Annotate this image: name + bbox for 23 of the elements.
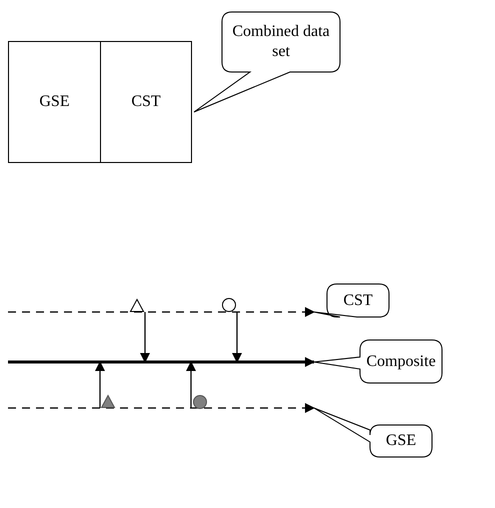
arrow: [232, 312, 242, 363]
callout-bubble: [314, 408, 432, 457]
callout-bubble: [314, 284, 389, 317]
callout-bubble: [194, 12, 340, 112]
timeline-arrow: [8, 307, 315, 317]
triangle-marker: [101, 395, 115, 408]
circle-marker: [222, 298, 236, 312]
callout-text: GSE: [386, 431, 416, 451]
box-label: CST: [131, 92, 161, 112]
data-box: [8, 41, 101, 163]
callout-text: Composite: [366, 352, 436, 372]
arrow: [95, 361, 105, 408]
data-box: [100, 41, 192, 163]
timeline-arrow: [8, 403, 315, 413]
circle-marker: [193, 395, 207, 409]
arrow: [140, 312, 150, 363]
callout-text: Combined data set: [231, 22, 331, 62]
box-label: GSE: [39, 92, 70, 112]
arrow: [186, 361, 196, 408]
triangle-marker: [130, 299, 144, 312]
callout-text: CST: [343, 290, 373, 310]
timeline-arrow: [8, 357, 315, 367]
callout-bubble: [314, 340, 442, 383]
